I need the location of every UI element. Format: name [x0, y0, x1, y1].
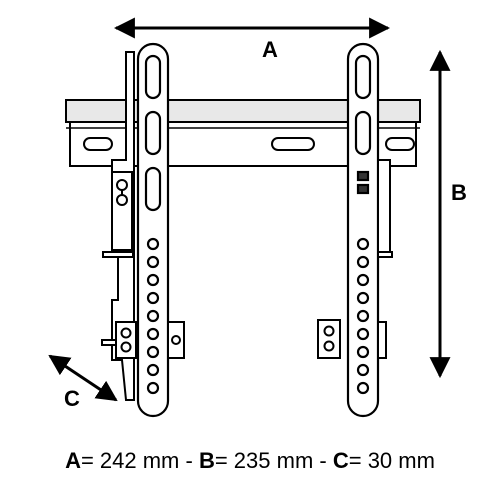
left-vertical-bracket [136, 42, 170, 418]
caption-b-key: B [198, 448, 215, 473]
dimension-c-label: C [64, 386, 80, 411]
caption-separator-1: - [179, 448, 199, 473]
dimension-c-arrow [48, 354, 118, 402]
right-side-parts [317, 159, 393, 359]
caption-a-key: A [65, 448, 81, 473]
caption-a-value: = 242 mm [80, 448, 180, 473]
dimension-a-label: A [262, 37, 278, 62]
right-vertical-bracket [346, 42, 380, 418]
dimension-b-label: B [451, 180, 467, 205]
caption-c-value: = 30 mm [348, 448, 435, 473]
caption-b-value: = 235 mm [214, 448, 314, 473]
left-safety-clip [101, 321, 185, 359]
dimensions-caption: A= 242 mm - B= 235 mm - C= 30 mm [0, 448, 500, 474]
caption-separator-2: - [313, 448, 333, 473]
caption-c-key: C [332, 448, 349, 473]
left-wall-plate [102, 51, 135, 401]
